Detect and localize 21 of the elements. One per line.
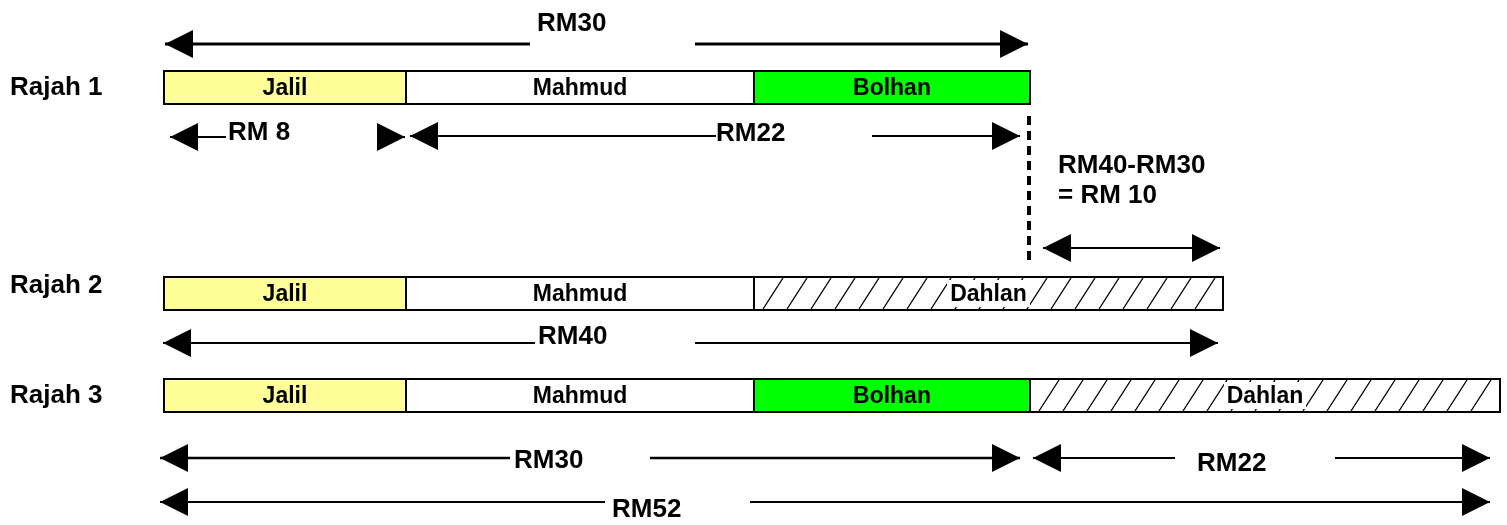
row-label: Rajah 3 — [10, 380, 103, 410]
bar-segment: Jalil — [163, 70, 407, 105]
measure-label: RM22 — [716, 118, 786, 148]
bar-segment: Mahmud — [405, 70, 755, 105]
measure-label: RM 8 — [228, 117, 291, 147]
bar-segment: Dahlan — [1029, 378, 1501, 413]
measure-label: RM52 — [612, 494, 682, 524]
bar-segment: Mahmud — [405, 276, 755, 311]
bar-segment: Jalil — [163, 276, 407, 311]
measure-label: RM30 — [514, 445, 584, 475]
bar-segment: Bolhan — [753, 70, 1031, 105]
measure-label: RM30 — [537, 8, 607, 38]
bar-segment: Dahlan — [753, 276, 1224, 311]
bar-segment: Mahmud — [405, 378, 755, 413]
row-label: Rajah 2 — [10, 270, 103, 300]
bar-segment: Bolhan — [753, 378, 1031, 413]
measure-label: RM40-RM30 = RM 10 — [1058, 150, 1207, 210]
measure-label: RM22 — [1197, 448, 1267, 478]
row-label: Rajah 1 — [10, 72, 103, 102]
bar-segment: Jalil — [163, 378, 407, 413]
measure-label: RM40 — [538, 321, 608, 351]
